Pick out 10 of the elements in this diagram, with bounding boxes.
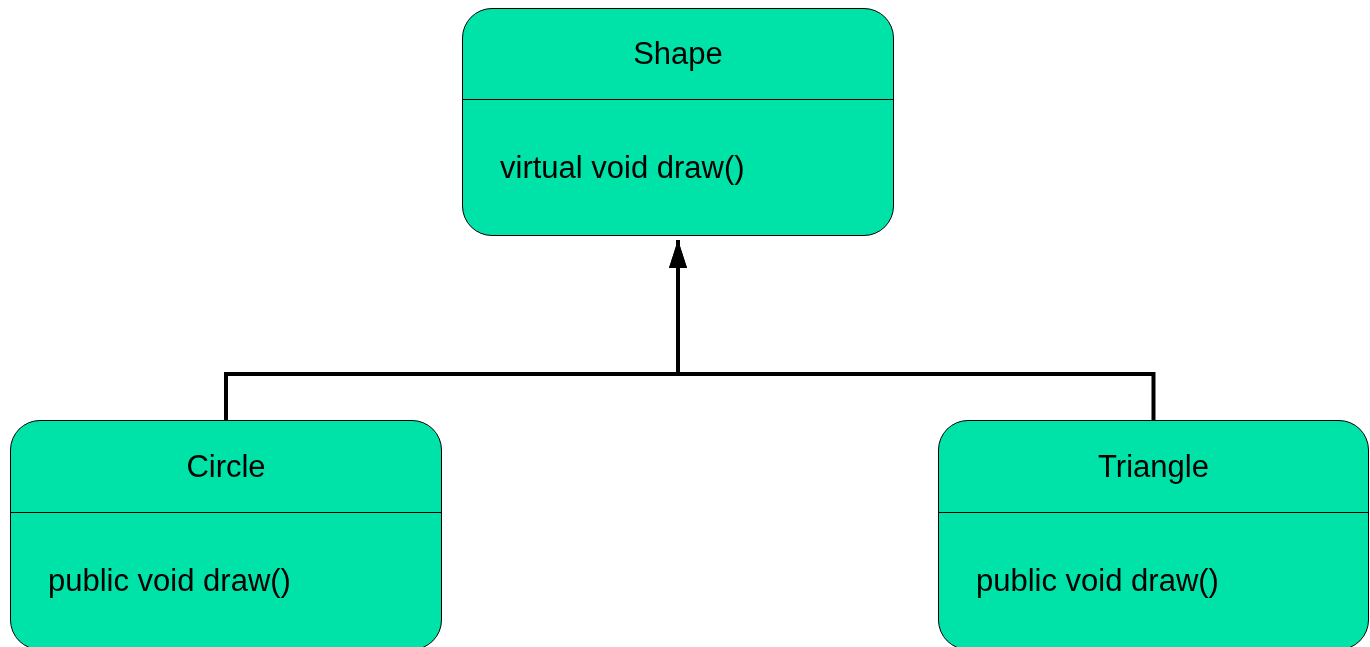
class-box (10, 420, 442, 647)
class-name: Shape (633, 36, 723, 72)
class-name: Circle (186, 448, 266, 485)
method-text: public void draw() (48, 563, 291, 599)
class-box (938, 420, 1369, 647)
method-text: virtual void draw() (500, 149, 745, 186)
inheritance-arrow (669, 240, 1156, 420)
class-box (462, 8, 894, 236)
class-name: Triangle (1098, 448, 1209, 485)
method-text: public void draw() (976, 563, 1219, 599)
